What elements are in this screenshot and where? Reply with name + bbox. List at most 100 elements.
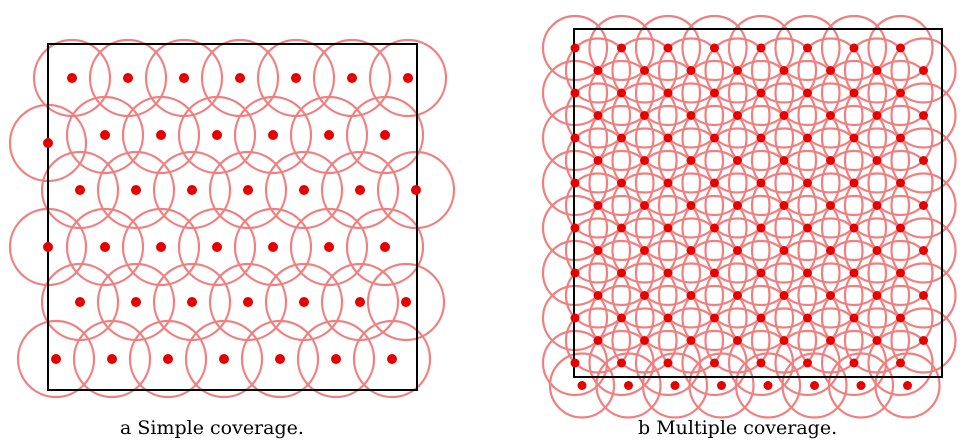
b-sensor-node [919, 336, 928, 345]
b-sensor-node [710, 133, 719, 143]
b-coverage-circle [781, 352, 848, 419]
b-sensor-node [803, 358, 812, 368]
b-sensor-node [849, 358, 859, 368]
b-coverage-circle [890, 172, 957, 239]
b-coverage-circle [843, 127, 911, 194]
b-sensor-node [686, 246, 696, 255]
b-coverage-circle [704, 172, 771, 239]
b-sensor-node [710, 223, 719, 233]
b-coverage-circle [843, 37, 911, 104]
b-coverage-circle [843, 217, 911, 284]
b-sensor-node [617, 178, 626, 188]
b-sensor-node [849, 43, 859, 53]
b-coverage-circle [588, 284, 655, 352]
b-coverage-circle [890, 262, 957, 329]
b-coverage-circle [548, 352, 616, 419]
b-sensor-node [663, 88, 673, 98]
a-sensor-node [187, 185, 197, 195]
b-sensor-node [640, 201, 649, 210]
b-sensor-node [779, 201, 789, 210]
b-coverage-circle [611, 172, 678, 239]
b-coverage-circle [657, 307, 725, 374]
b-sensor-node [663, 268, 673, 278]
b-coverage-circle [890, 127, 957, 194]
b-sensor-node [872, 201, 882, 210]
b-sensor-node [570, 43, 580, 53]
b-coverage-circle [820, 194, 888, 262]
b-sensor-node [733, 111, 742, 120]
a-coverage-circle [366, 262, 446, 342]
b-sensor-node [756, 133, 766, 143]
b-coverage-circle [820, 59, 888, 127]
a-sensor-node [243, 297, 253, 307]
b-coverage-circle [727, 194, 795, 262]
b-coverage-circle [827, 352, 895, 419]
b-sensor-node [903, 381, 912, 390]
b-coverage-circle [634, 14, 702, 82]
a-sensor-node [275, 354, 285, 364]
a-sensor-node [131, 297, 141, 307]
b-coverage-circle [750, 82, 818, 149]
b-sensor-node [617, 43, 626, 53]
b-sensor-node [570, 223, 580, 233]
b-coverage-circle [843, 82, 911, 149]
a-sensor-node [123, 73, 133, 83]
b-sensor-node [663, 178, 673, 188]
b-sensor-node [686, 66, 696, 75]
b-sensor-node [756, 223, 766, 233]
b-coverage-circle [820, 104, 888, 172]
a-sensor-node [131, 185, 141, 195]
b-coverage-circle [657, 37, 725, 104]
b-coverage-circle [657, 172, 725, 239]
b-sensor-node [779, 156, 789, 165]
b-sensor-node [826, 66, 835, 75]
b-coverage-circle [588, 239, 655, 307]
b-coverage-circle [774, 194, 841, 262]
a-sensor-node [324, 130, 334, 140]
b-coverage-circle [774, 14, 841, 82]
b-coverage-circle [797, 172, 864, 239]
caption-simple-coverage: a Simple coverage. [120, 417, 304, 439]
b-sensor-node [733, 66, 742, 75]
a-coverage-circle [72, 319, 152, 399]
b-coverage-circle [867, 14, 934, 82]
b-sensor-node [710, 313, 719, 323]
a-sensor-node [355, 297, 365, 307]
b-sensor-node [663, 223, 673, 233]
b-sensor-node [733, 201, 742, 210]
b-sensor-node [640, 246, 649, 255]
b-sensor-node [856, 381, 866, 390]
a-sensor-node [212, 242, 222, 252]
b-coverage-circle [704, 127, 771, 194]
b-sensor-node [872, 246, 882, 255]
b-sensor-node [810, 381, 819, 390]
a-coverage-circle [177, 95, 257, 175]
b-sensor-node [686, 336, 696, 345]
b-coverage-circle [564, 82, 632, 149]
b-coverage-circle [890, 37, 957, 104]
b-coverage-circle [588, 194, 655, 262]
b-coverage-circle [681, 239, 748, 307]
a-coverage-circle [368, 38, 448, 118]
b-sensor-node [570, 313, 580, 323]
b-coverage-circle [681, 104, 748, 172]
b-sensor-node [896, 88, 905, 98]
coverage-circles-a [8, 38, 456, 399]
b-coverage-circle [727, 104, 795, 172]
b-sensor-node [617, 133, 626, 143]
b-sensor-node [756, 268, 766, 278]
b-sensor-node [803, 313, 812, 323]
b-sensor-node [617, 358, 626, 368]
b-coverage-circle [890, 307, 957, 374]
b-sensor-node [617, 313, 626, 323]
a-coverage-circle [345, 207, 425, 287]
b-sensor-node [710, 43, 719, 53]
b-sensor-node [593, 66, 603, 75]
b-coverage-circle [750, 262, 818, 329]
b-sensor-node [640, 111, 649, 120]
b-coverage-circle [634, 194, 702, 262]
b-sensor-node [710, 268, 719, 278]
b-coverage-circle [843, 307, 911, 374]
b-coverage-circle [704, 262, 771, 329]
